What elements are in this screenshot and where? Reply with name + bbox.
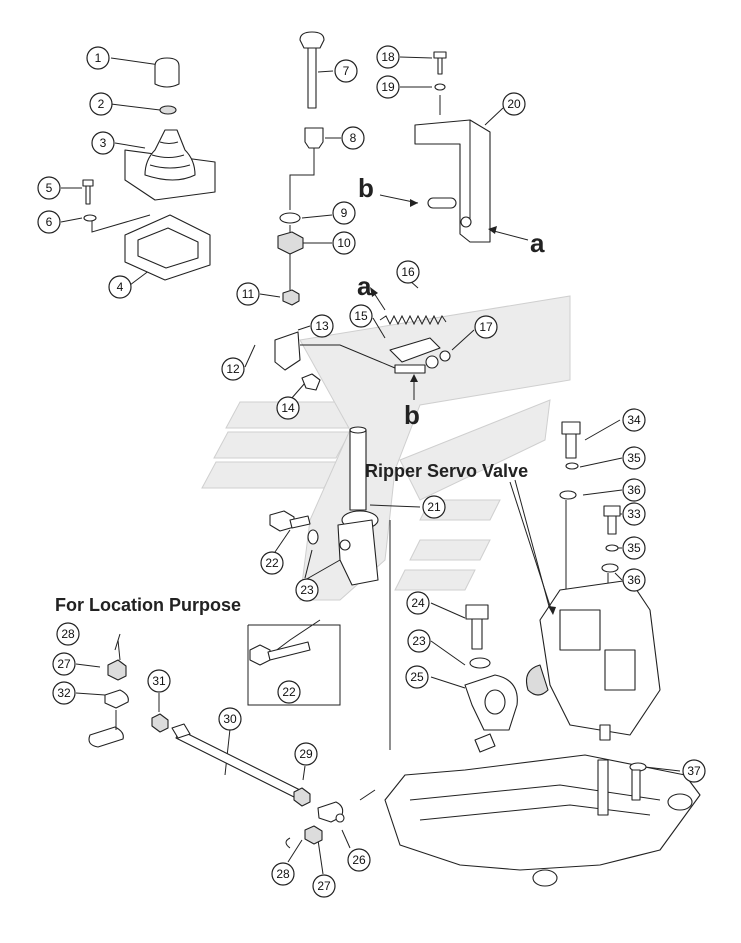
callout: 34 [622, 408, 646, 432]
callout-number: 20 [507, 97, 521, 111]
callout: 17 [474, 315, 498, 339]
callout-number: 31 [152, 674, 166, 688]
callout-number: 37 [687, 764, 701, 778]
callout-number: 21 [427, 500, 441, 514]
callout: 33 [622, 502, 646, 526]
callout-number: 35 [627, 541, 641, 555]
callout-number: 17 [479, 320, 493, 334]
callout-number: 36 [627, 573, 641, 587]
callout: 9 [332, 201, 356, 225]
callout: 8 [341, 126, 365, 150]
callout-number: 23 [300, 583, 314, 597]
label-ripper-servo-valve: Ripper Servo Valve [365, 461, 528, 481]
callout-number: 15 [354, 309, 368, 323]
callout-number: 22 [282, 685, 296, 699]
callout-number: 12 [226, 362, 240, 376]
callout-number: 22 [265, 556, 279, 570]
callout-number: 32 [57, 686, 71, 700]
callout-number: 8 [350, 131, 357, 145]
label-b-top: b [358, 173, 374, 203]
label-a-top: a [530, 228, 545, 258]
callout: 26 [347, 848, 371, 872]
callout-number: 33 [627, 507, 641, 521]
callout: 29 [294, 742, 318, 766]
callout-number: 19 [381, 80, 395, 94]
callout: 36 [622, 478, 646, 502]
label-for-location-purpose: For Location Purpose [55, 595, 241, 615]
callout: 22 [277, 680, 301, 704]
callout-number: 2 [98, 97, 105, 111]
callout-number: 3 [100, 136, 107, 150]
callout-number: 29 [299, 747, 313, 761]
callout-number: 24 [411, 596, 425, 610]
callout: 25 [405, 665, 429, 689]
callout: 27 [312, 874, 336, 898]
callout: 7 [334, 59, 358, 83]
callout: 23 [295, 578, 319, 602]
callout-number: 14 [281, 401, 295, 415]
callout-number: 27 [317, 879, 331, 893]
callout: 27 [52, 652, 76, 676]
callout-number: 4 [117, 280, 124, 294]
callout-number: 23 [412, 634, 426, 648]
label-a-mid: a [357, 271, 372, 301]
callout: 21 [422, 495, 446, 519]
callout: 1 [86, 46, 110, 70]
callout: 36 [622, 568, 646, 592]
callout: 16 [396, 260, 420, 284]
callout-number: 13 [315, 319, 329, 333]
callout: 15 [349, 304, 373, 328]
callout-number: 6 [46, 215, 53, 229]
watermark [201, 295, 571, 601]
callout: 31 [147, 669, 171, 693]
callout-number: 10 [337, 236, 351, 250]
callout: 18 [376, 45, 400, 69]
callout: 28 [56, 622, 80, 646]
callout: 13 [310, 314, 334, 338]
callout: 37 [682, 759, 706, 783]
callout: 2 [89, 92, 113, 116]
callouts: 1 2 3 4 5 6 7 8 9 10 11 12 13 14 15 16 1… [37, 45, 706, 898]
callout-number: 5 [46, 181, 53, 195]
callout-number: 7 [343, 64, 350, 78]
callout: 35 [622, 536, 646, 560]
callout-number: 28 [276, 867, 290, 881]
callout-number: 16 [401, 265, 415, 279]
callout-number: 11 [242, 287, 255, 301]
callout-number: 9 [341, 206, 348, 220]
callout: 20 [502, 92, 526, 116]
callout-number: 36 [627, 483, 641, 497]
callout: 32 [52, 681, 76, 705]
callout: 3 [91, 131, 115, 155]
callout: 23 [407, 629, 431, 653]
parts [82, 31, 701, 887]
label-b-mid: b [404, 400, 420, 430]
callout: 5 [37, 176, 61, 200]
callout-number: 27 [57, 657, 71, 671]
callout-number: 25 [410, 670, 424, 684]
callout-number: 35 [627, 451, 641, 465]
callout: 24 [406, 591, 430, 615]
callout: 30 [218, 707, 242, 731]
callout-number: 30 [223, 712, 237, 726]
callout-number: 28 [61, 627, 75, 641]
callout: 11 [236, 282, 260, 306]
callout: 35 [622, 446, 646, 470]
callout: 4 [108, 275, 132, 299]
callout-number: 26 [352, 853, 366, 867]
callout: 12 [221, 357, 245, 381]
callout: 14 [276, 396, 300, 420]
callout: 6 [37, 210, 61, 234]
callout-number: 34 [627, 413, 641, 427]
callout: 19 [376, 75, 400, 99]
callout-number: 18 [381, 50, 395, 64]
callout-number: 1 [95, 51, 102, 65]
callout: 28 [271, 862, 295, 886]
callout: 22 [260, 551, 284, 575]
callout: 10 [332, 231, 356, 255]
arrows [370, 194, 556, 615]
